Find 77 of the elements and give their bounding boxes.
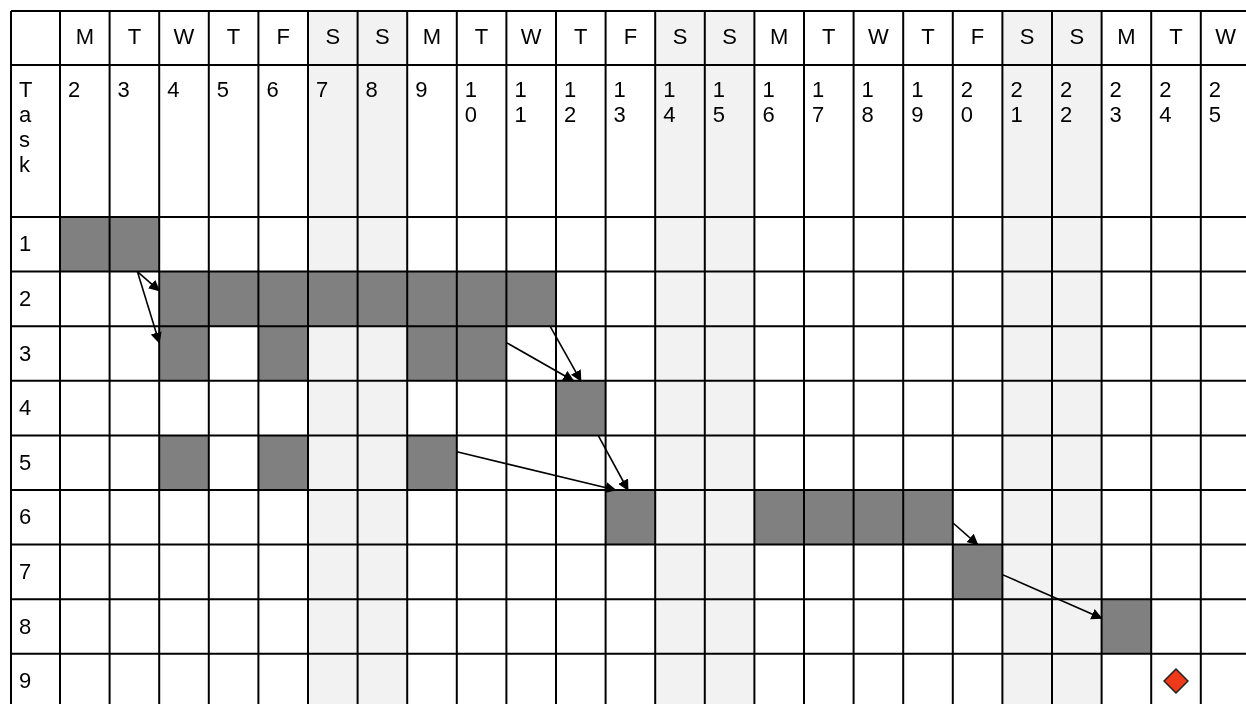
date-label: 14 [663,77,677,127]
task-number: 8 [19,613,32,639]
weekday-label: S [1069,24,1085,49]
date-label: 3 [117,77,131,102]
arrow [1001,573,1103,620]
milestone-diamond [1163,668,1189,695]
task-bar [159,326,209,381]
arrow [952,521,979,546]
task-number: 6 [19,504,32,530]
task-bar [258,326,308,381]
date-label: 5 [216,77,231,102]
date-label: 13 [613,77,627,127]
task-number: 1 [19,231,32,257]
weekday-label: W [1215,24,1236,49]
weekday-label: M [422,24,442,49]
weekday-label: T [822,24,836,49]
date-label: 12 [564,77,578,127]
column-header: Task [19,77,33,177]
date-label: 9 [415,77,429,102]
weekday-label: T [1169,24,1183,49]
arrow [136,270,162,344]
weekday-label: S [722,24,737,49]
weekday-label: F [970,24,985,49]
date-label: 18 [861,77,875,127]
date-label: 7 [316,77,330,102]
task-bar [407,435,457,490]
arrow [549,325,582,382]
weekday-label: F [623,24,638,49]
date-label: 8 [365,77,379,102]
arrow [456,450,617,494]
task-number: 5 [19,449,32,475]
date-label: 15 [712,77,727,127]
date-label: 6 [266,77,280,102]
weekday-label: T [127,24,142,49]
task-bar [60,217,160,272]
weekday-label: S [325,24,341,49]
weekday-label: T [921,24,935,49]
date-label: 25 [1208,77,1223,127]
date-label: 17 [812,77,826,127]
weekday-label: W [173,24,195,49]
task-bar [754,490,953,545]
task-number: 4 [19,395,32,421]
weekday-label: M [770,24,789,49]
date-label: 22 [1060,77,1074,127]
task-bar [605,490,656,545]
task-number: 7 [19,558,32,584]
task-bar [159,435,209,490]
weekday-label: S [672,24,688,49]
task-number: 9 [19,668,32,694]
weekday-label: W [868,24,889,49]
task-bar [1101,599,1152,654]
task-number: 2 [19,285,32,311]
date-label: 4 [167,77,181,102]
weekday-label: F [276,24,290,49]
weekday-label: W [520,24,542,49]
weekday-label: T [474,24,489,49]
arrow [597,434,629,491]
date-label: 16 [762,77,776,127]
weekday-label: M [75,24,94,49]
date-label: 2 [68,77,82,102]
task-number: 3 [19,340,32,366]
date-label: 20 [960,77,975,127]
date-label: 11 [514,77,528,127]
date-label: 10 [464,77,479,127]
weekday-label: T [226,24,241,49]
arrow [136,270,161,292]
date-label: 24 [1159,77,1173,127]
weekday-label: S [375,24,390,49]
date-label: 23 [1109,77,1123,127]
weekday-label: M [1117,24,1136,49]
arrow [505,341,575,382]
weekday-label: S [1019,24,1035,49]
task-bar [407,326,507,381]
task-bar [258,435,308,490]
weekday-label: T [574,24,588,49]
date-label: 19 [911,77,925,127]
date-label: 21 [1010,77,1024,127]
